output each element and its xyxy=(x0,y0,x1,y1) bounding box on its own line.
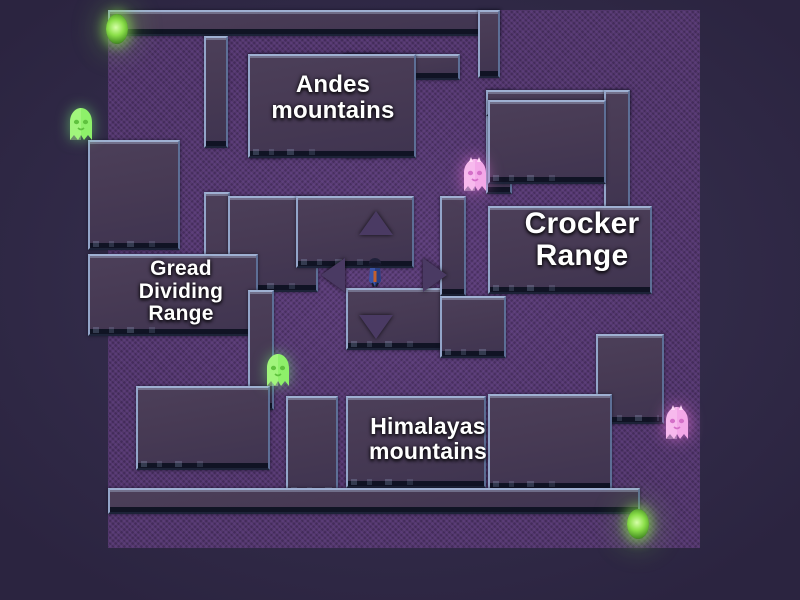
maze-wall xyxy=(204,36,228,148)
control-down-button[interactable] xyxy=(356,310,396,344)
maze-wall xyxy=(286,396,338,496)
control-right-button[interactable] xyxy=(415,258,455,292)
maze-wall xyxy=(248,54,416,158)
maze-wall xyxy=(488,100,606,184)
maze-wall xyxy=(488,206,652,294)
maze-wall xyxy=(346,396,486,488)
arrow-down-icon[interactable] xyxy=(359,315,393,339)
maze-wall xyxy=(604,90,630,214)
arrow-right-icon[interactable] xyxy=(423,258,447,292)
maze-wall xyxy=(108,488,640,514)
maze-wall xyxy=(296,196,414,268)
maze-wall xyxy=(478,10,500,78)
arrow-up-icon[interactable] xyxy=(359,211,393,235)
maze-wall xyxy=(440,296,506,358)
maze-wall xyxy=(596,334,664,424)
enemy-ghost-icon xyxy=(263,352,293,386)
enemy-ghost-icon xyxy=(662,405,692,439)
power-orb-icon[interactable] xyxy=(627,509,649,539)
arrow-left-icon[interactable] xyxy=(321,258,345,292)
maze-wall xyxy=(108,10,500,36)
control-up-button[interactable] xyxy=(356,206,396,240)
maze-wall xyxy=(88,254,258,336)
power-orb-icon[interactable] xyxy=(106,14,128,44)
maze-wall xyxy=(488,394,612,490)
enemy-ghost-icon xyxy=(460,157,490,191)
control-left-button[interactable] xyxy=(313,258,353,292)
player-sprite xyxy=(365,257,385,288)
maze-wall xyxy=(136,386,270,470)
enemy-ghost-icon xyxy=(66,106,96,140)
maze-wall xyxy=(88,140,180,250)
